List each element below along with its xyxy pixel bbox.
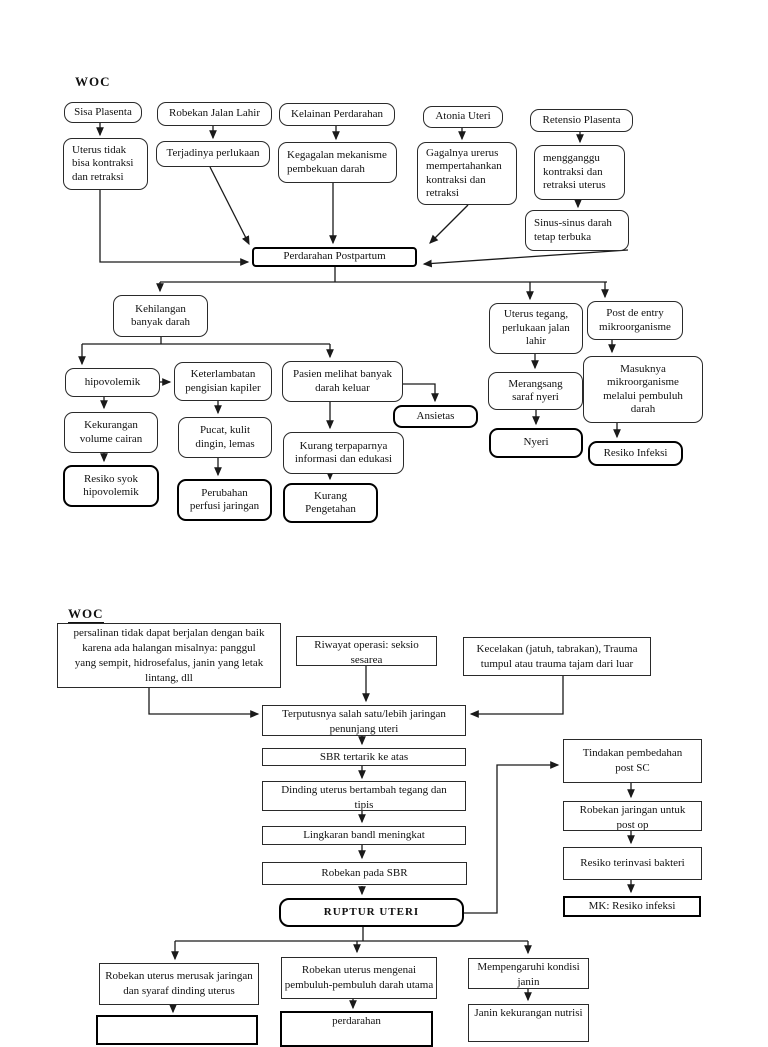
flow-node-sisa-plasenta: Sisa Plasenta [64, 102, 142, 123]
flow-node-persalinan: persalinan tidak dapat berjalan dengan b… [57, 623, 281, 688]
flow-node-mk-resiko-infeksi: MK: Resiko infeksi [563, 896, 701, 917]
flow-node-resiko-infeksi: Resiko Infeksi [588, 441, 683, 466]
flow-node-resiko-bakteri: Resiko terinvasi bakteri [563, 847, 702, 880]
flow-node-resiko-syok: Resiko syok hipovolemik [63, 465, 159, 507]
flow-node-keterlambatan: Keterlambatan pengisian kapiler [174, 362, 272, 401]
flow-node-tindakan: Tindakan pembedahan post SC [563, 739, 702, 783]
flow-node-uterus-tidak: Uterus tidak bisa kontraksi dan retraksi [63, 138, 148, 190]
flow-node-terputusnya: Terputusnya salah satu/lebih jaringan pe… [262, 705, 466, 736]
woc-diagram-postpartum: Sisa Plasenta Robekan Jalan Lahir Kelainan… [63, 102, 703, 523]
flow-node-hipovolemik: hipovolemik [65, 368, 160, 397]
flow-node-gagalnya-uterus: Gagalnya urerus mempertahankan kontraksi… [417, 142, 517, 205]
flow-node-perdarahan: perdarahan [280, 1011, 433, 1047]
flow-node-atonia-uteri: Atonia Uteri [423, 106, 503, 128]
flow-node-lingkaran-bandl: Lingkaran bandl meningkat [262, 826, 466, 845]
flow-node-pasien-melihat: Pasien melihat banyak darah keluar [282, 361, 403, 402]
flow-node-janin-kekurangan: Janin kekurangan nutrisi [468, 1004, 589, 1042]
flow-node-riwayat-operasi: Riwayat operasi: seksio sesarea [296, 636, 437, 666]
document-page: { "colors": { "ink": "#1a1a1a", "page_ba… [57, 74, 703, 1047]
flow-node-clipped-bottom [96, 1015, 258, 1045]
flow-node-ansietas: Ansietas [393, 405, 478, 428]
flow-node-post-de-entry: Post de entry mikroorganisme [587, 301, 683, 340]
flow-node-perdarahan-postpartum: Perdarahan Postpartum [252, 247, 417, 267]
flow-node-kurang-pengetahan: Kurang Pengetahan [283, 483, 378, 523]
flow-node-kehilangan: Kehilangan banyak darah [113, 295, 208, 337]
flow-node-nyeri: Nyeri [489, 428, 583, 458]
flow-node-robekan-jaringan: Robekan jaringan untuk post op [563, 801, 702, 831]
flow-node-robekan-jalan-lahir: Robekan Jalan Lahir [157, 102, 272, 126]
flow-node-robekan-mengenai: Robekan uterus mengenai pembuluh-pembulu… [281, 957, 437, 999]
flow-node-pucat: Pucat, kulit dingin, lemas [178, 417, 272, 458]
flow-node-perubahan-perfusi: Perubahan perfusi jaringan [177, 479, 272, 521]
flow-node-kegagalan-mekanisme: Kegagalan mekanisme pembekuan darah [278, 142, 397, 183]
flow-node-sbr-tertarik: SBR tertarik ke atas [262, 748, 466, 766]
woc-diagram-ruptur-uteri: persalinan tidak dapat berjalan dengan b… [57, 623, 702, 1047]
flow-node-kecelakan: Kecelakan (jatuh, tabrakan), Trauma tump… [463, 637, 651, 676]
flow-node-robekan-merusak: Robekan uterus merusak jaringan dan syar… [99, 963, 259, 1005]
diagram2-title: WOC [68, 606, 104, 623]
flow-node-kurang-terpapar: Kurang terpaparnya informasi dan edukasi [283, 432, 404, 474]
flowchart-connectors [78, 123, 635, 1014]
flow-node-sinus-sinus: Sinus-sinus darah tetap terbuka [525, 210, 629, 251]
flow-node-dinding-uterus: Dinding uterus bertambah tegang dan tipi… [262, 781, 466, 811]
flow-node-merangsang: Merangsang saraf nyeri [488, 372, 583, 410]
flow-node-ruptur-uteri: RUPTUR UTERI [279, 898, 464, 927]
flow-node-uterus-tegang: Uterus tegang, perlukaan jalan lahir [489, 303, 583, 354]
flow-node-kelainan-perdarahan: Kelainan Perdarahan [279, 103, 395, 126]
flow-node-masuknya: Masuknya mikroorganisme melalui pembuluh… [583, 356, 703, 423]
flow-node-mempengaruhi: Mempengaruhi kondisi janin [468, 958, 589, 989]
flow-node-retensio-plasenta: Retensio Plasenta [530, 109, 633, 132]
flow-node-robekan-sbr: Robekan pada SBR [262, 862, 467, 885]
flow-node-terjadinya-perlukaan: Terjadinya perlukaan [156, 141, 270, 167]
diagram1-title: WOC [75, 74, 111, 89]
flow-node-kekurangan-volume: Kekurangan volume cairan [64, 412, 158, 453]
